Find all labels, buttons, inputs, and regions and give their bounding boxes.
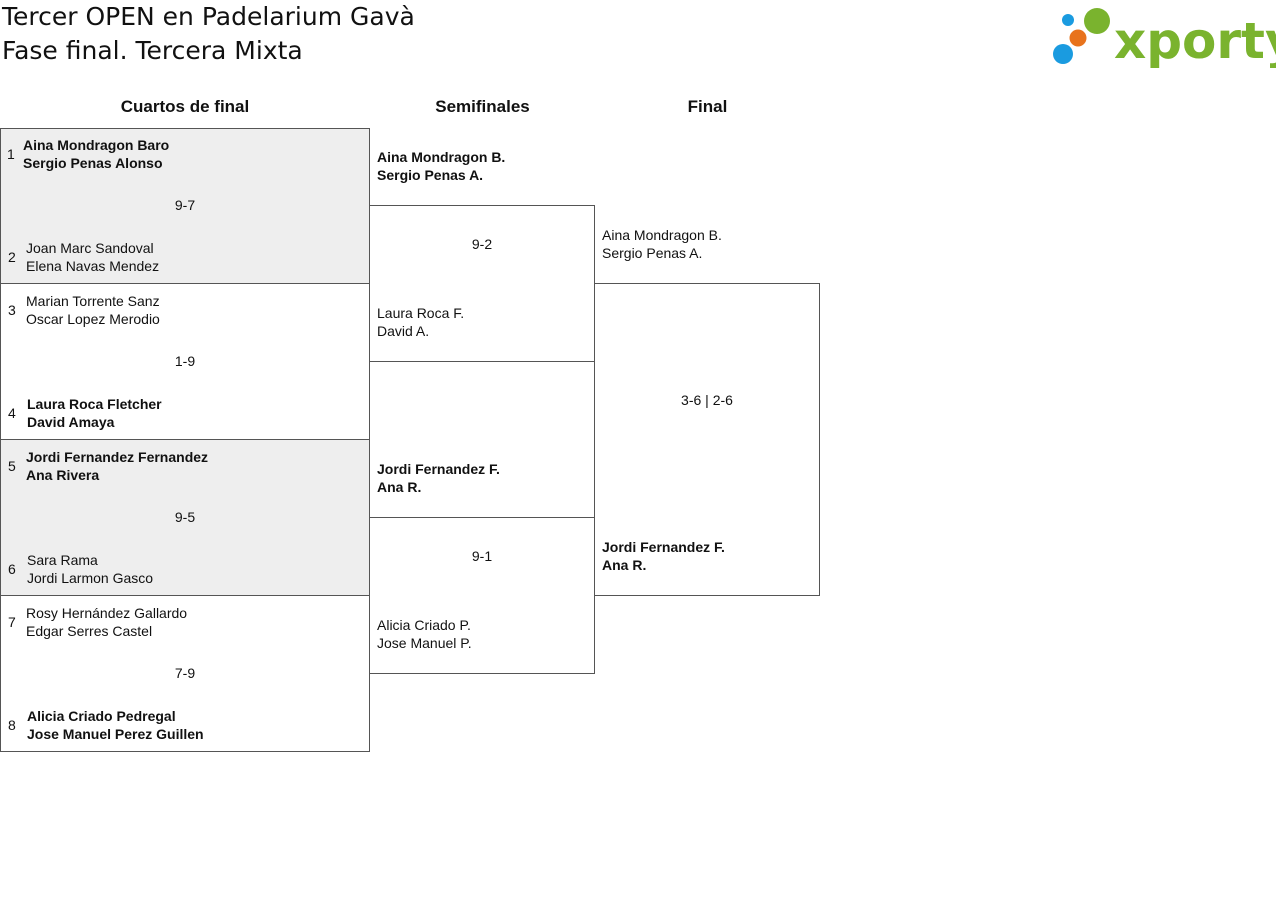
team-entry[interactable]: Jordi Fernandez F. Ana R. xyxy=(602,538,725,574)
player-name: David Amaya xyxy=(27,414,115,430)
player-name: Laura Roca F. xyxy=(377,305,465,321)
match-score: 9-7 xyxy=(174,197,196,213)
player-name: Jordi Fernandez F. xyxy=(602,539,725,555)
seed-number: 2 xyxy=(8,249,16,265)
player-name: Sergio Penas A. xyxy=(602,245,703,261)
match-score: 9-5 xyxy=(174,509,196,525)
team-entry[interactable]: Alicia Criado P. Jose Manuel P. xyxy=(377,616,472,652)
match-score: 1-9 xyxy=(174,353,196,369)
tournament-title: Tercer OPEN en Padelarium Gavà xyxy=(2,2,415,31)
match-score: 9-2 xyxy=(471,236,493,252)
seed-number: 7 xyxy=(8,614,16,630)
player-name: Sergio Penas Alonso xyxy=(23,155,163,171)
xporty-logo[interactable]: xporty xyxy=(1050,4,1276,68)
player-name: Aina Mondragon B. xyxy=(377,149,506,165)
match-score: 3-6 | 2-6 xyxy=(681,392,733,408)
player-name: Jordi Fernandez F. xyxy=(377,461,500,477)
player-name: David A. xyxy=(377,323,430,339)
team-entry[interactable]: Aina Mondragon B. Sergio Penas A. xyxy=(602,226,722,262)
player-name: Jose Manuel P. xyxy=(377,635,472,651)
round-heading-final: Final xyxy=(687,97,728,116)
player-name: Oscar Lopez Merodio xyxy=(26,311,160,327)
xporty-logo-icon: xporty xyxy=(1053,8,1276,68)
quarterfinal-match-1[interactable] xyxy=(0,128,370,284)
match-score: 9-1 xyxy=(471,548,493,564)
seed-number: 6 xyxy=(8,561,16,577)
player-name: Elena Navas Mendez xyxy=(26,258,160,274)
player-name: Joan Marc Sandoval xyxy=(26,240,154,256)
team-entry[interactable]: Alicia Criado Pedregal Jose Manuel Perez… xyxy=(27,707,204,743)
player-name: Jordi Fernandez Fernandez xyxy=(26,449,209,465)
seed-number: 4 xyxy=(8,405,16,421)
team-entry[interactable]: Laura Roca Fletcher David Amaya xyxy=(27,395,162,431)
seed-number: 1 xyxy=(7,146,15,162)
round-heading-semifinals: Semifinales xyxy=(435,97,530,116)
player-name: Sara Rama xyxy=(27,552,98,568)
team-entry[interactable]: Jordi Fernandez F. Ana R. xyxy=(377,460,500,496)
team-entry[interactable]: Laura Roca F. David A. xyxy=(377,304,464,340)
player-name: Aina Mondragon Baro xyxy=(23,137,170,153)
team-entry[interactable]: Joan Marc Sandoval Elena Navas Mendez xyxy=(26,239,159,275)
team-entry[interactable]: Jordi Fernandez Fernandez Ana Rivera xyxy=(26,448,208,484)
player-name: Jose Manuel Perez Guillen xyxy=(27,726,204,742)
round-heading-quarterfinals: Cuartos de final xyxy=(120,97,250,116)
team-entry[interactable]: Sara Rama Jordi Larmon Gasco xyxy=(27,551,153,587)
player-name: Sergio Penas A. xyxy=(377,167,484,183)
player-name: Jordi Larmon Gasco xyxy=(27,570,154,586)
seed-number: 3 xyxy=(8,302,16,318)
player-name: Aina Mondragon B. xyxy=(602,227,722,243)
player-name: Ana Rivera xyxy=(26,467,100,483)
logo-wordmark: xporty xyxy=(1114,12,1276,68)
player-name: Ana R. xyxy=(602,557,647,573)
player-name: Edgar Serres Castel xyxy=(26,623,153,639)
player-name: Ana R. xyxy=(377,479,422,495)
final-match[interactable] xyxy=(594,283,820,596)
team-entry[interactable]: Marian Torrente Sanz Oscar Lopez Merodio xyxy=(26,292,160,328)
player-name: Marian Torrente Sanz xyxy=(26,293,160,309)
team-entry[interactable]: Aina Mondragon B. Sergio Penas A. xyxy=(377,148,505,184)
match-score: 7-9 xyxy=(174,665,196,681)
seed-number: 5 xyxy=(8,458,16,474)
team-entry[interactable]: Aina Mondragon Baro Sergio Penas Alonso xyxy=(23,136,169,172)
player-name: Laura Roca Fletcher xyxy=(27,396,162,412)
player-name: Alicia Criado Pedregal xyxy=(27,708,176,724)
seed-number: 8 xyxy=(8,717,16,733)
phase-title: Fase final. Tercera Mixta xyxy=(2,36,303,65)
quarterfinal-match-3[interactable] xyxy=(0,439,370,596)
team-entry[interactable]: Rosy Hernández Gallardo Edgar Serres Cas… xyxy=(26,604,187,640)
player-name: Rosy Hernández Gallardo xyxy=(26,605,188,621)
player-name: Alicia Criado P. xyxy=(377,617,471,633)
